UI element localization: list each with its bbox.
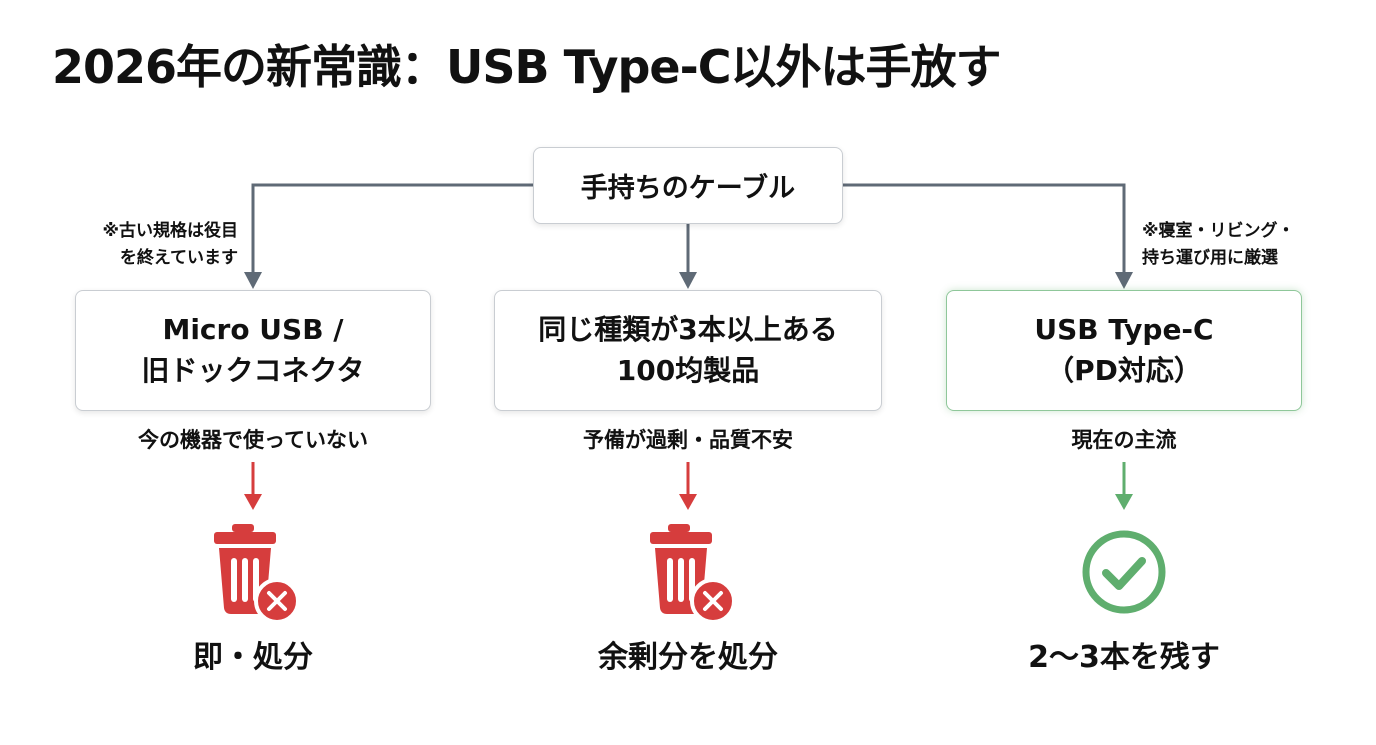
arrowhead-left (244, 272, 262, 289)
connector-left (251, 183, 533, 276)
reason-right: 現在の主流 (1071, 428, 1177, 452)
branch-box-line-2: 100均製品 (616, 353, 760, 387)
note-right-line-2: 持ち運び用に厳選 (1142, 248, 1278, 269)
result-middle: 余剰分を処分 (598, 640, 778, 675)
check-circle-icon (1082, 530, 1166, 614)
branch-box-duplicates: 同じ種類が3本以上ある 100均製品 (494, 290, 882, 411)
result-right: 2〜3本を残す (1028, 640, 1220, 675)
result-arrowhead-right (1115, 494, 1133, 510)
branch-box-usb-c: USB Type-C （PD対応） (946, 290, 1302, 411)
result-arrowhead-left (244, 494, 262, 510)
note-right-line-1: ※寝室・リビング・ (1142, 221, 1295, 241)
reason-left: 今の機器で使っていない (138, 428, 368, 452)
branch-box-line-1: Micro USB / (162, 312, 344, 346)
root-node: 手持ちのケーブル (533, 147, 843, 224)
trash-icon (650, 524, 736, 620)
branch-box-line-1: USB Type-C (1034, 312, 1214, 346)
branch-box-line-1: 同じ種類が3本以上ある (538, 312, 838, 346)
page-title: 2026年の新常識：USB Type-C以外は手放す (52, 40, 1001, 94)
note-left-line-2: を終えています (119, 248, 238, 269)
connector-right (843, 183, 1126, 276)
arrowhead-right (1115, 272, 1133, 289)
trash-icon (214, 524, 300, 620)
reason-middle: 予備が過剰・品質不安 (583, 428, 793, 452)
note-right: ※寝室・リビング・ 持ち運び用に厳選 (1142, 218, 1295, 272)
note-left-line-1: ※古い規格は役目 (102, 221, 238, 241)
branch-box-micro-usb: Micro USB / 旧ドックコネクタ (75, 290, 431, 411)
result-arrowhead-middle (679, 494, 697, 510)
note-left: ※古い規格は役目 を終えています (102, 218, 238, 272)
result-left: 即・処分 (193, 640, 313, 675)
root-label: 手持ちのケーブル (580, 173, 796, 204)
branch-box-line-2: （PD対応） (1046, 353, 1202, 387)
branch-box-line-2: 旧ドックコネクタ (141, 353, 365, 387)
arrowhead-middle (679, 272, 697, 289)
